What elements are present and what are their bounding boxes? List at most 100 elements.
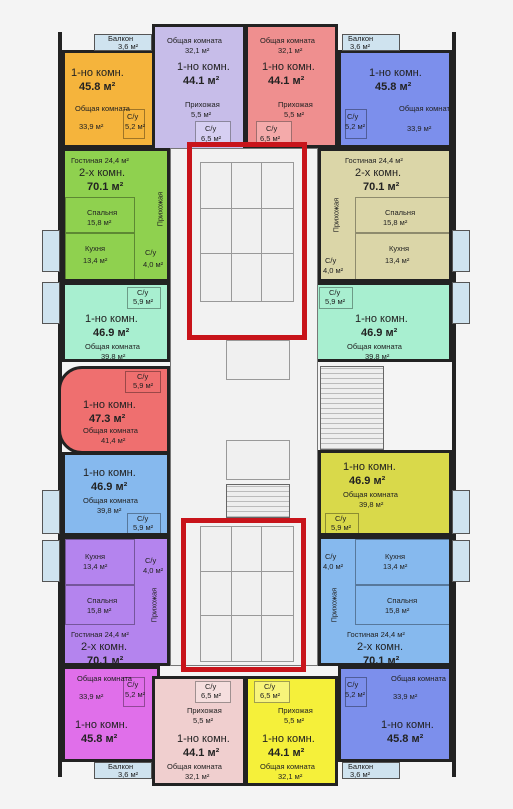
room-label: Общая комната	[83, 426, 138, 435]
apartment-2room-70-1-left-lower[interactable]: Кухня 13,4 м² С/у 4,0 м² Спальня 15,8 м²…	[62, 536, 170, 666]
unit-name: 1-но комн.	[83, 399, 136, 411]
apartment-2room-70-1-right-upper[interactable]: Гостиная 24,4 м² 2-х комн. 70.1 м² Спаль…	[318, 148, 452, 282]
stairwell-lower	[226, 484, 290, 518]
bath-area: 4,0 м²	[323, 562, 344, 571]
unit-area: 70.1 м²	[363, 181, 400, 193]
room-area: 32,1 м²	[185, 772, 210, 781]
unit-name: 2-х комн.	[357, 641, 404, 653]
room-label: Общая комната	[399, 104, 452, 113]
balcony-left-mid	[42, 282, 60, 324]
kitchen-label: Кухня	[389, 244, 410, 253]
room-label: Общая комната	[83, 496, 138, 505]
balcony-left-bottom	[42, 540, 60, 582]
room-label: Общая комната	[167, 36, 222, 45]
unit-name: 1-но комн.	[177, 61, 230, 73]
balcony-bottom-left	[94, 762, 152, 779]
room-area: 33,9 м²	[407, 124, 432, 133]
highlight-frame-lower	[181, 518, 306, 672]
apartment-1room-44-1-top-center-right[interactable]: Общая комната 32,1 м² 1-но комн. 44.1 м²…	[245, 24, 338, 148]
unit-name: 1-но комн.	[85, 313, 138, 325]
balcony-right-bottom	[452, 540, 470, 582]
apartment-1room-45-8-top-left[interactable]: 1-но комн. 45.8 м² Общая комната 33,9 м²…	[62, 50, 160, 148]
apartment-1room-46-9-left-upper[interactable]: С/у 5,9 м² 1-но комн. 46.9 м² Общая комн…	[62, 282, 170, 362]
bath-area: 6,5 м²	[201, 134, 222, 143]
unit-name: 1-но комн.	[71, 67, 124, 79]
kitchen-label: Кухня	[85, 552, 106, 561]
room-area: 32,1 м²	[185, 46, 210, 55]
unit-area: 45.8 м²	[387, 733, 424, 745]
bath-area: 5,2 м²	[125, 690, 146, 699]
apartment-1room-45-8-bottom-left[interactable]: Общая комната 33,9 м² С/у 5,2 м² 1-но ко…	[62, 666, 160, 762]
apartment-1room-46-9-right-lower[interactable]: 1-но комн. 46.9 м² Общая комната 39,8 м²…	[318, 450, 452, 536]
hall-label: Прихожая	[187, 706, 222, 715]
bath-label: С/у	[205, 124, 217, 133]
hall-area: 5,5 м²	[284, 716, 305, 725]
elevator-block-mid	[226, 340, 290, 380]
apartment-1room-47-3-left[interactable]: С/у 5,9 м² 1-но комн. 47.3 м² Общая комн…	[58, 366, 170, 454]
bath-label: С/у	[137, 288, 149, 297]
room-area: 33,9 м²	[393, 692, 418, 701]
balcony-left-lower	[42, 490, 60, 534]
hall-label: Прихожая	[278, 706, 313, 715]
unit-name: 1-но комн.	[381, 719, 434, 731]
apartment-2room-70-1-right-lower[interactable]: Кухня 13,4 м² С/у 4,0 м² Спальня 15,8 м²…	[318, 536, 452, 666]
balcony-label: Балкон	[348, 762, 374, 771]
hall-label: Прихожая	[329, 587, 339, 623]
bath-label: С/у	[137, 514, 149, 523]
balcony-bottom-right	[342, 762, 400, 779]
apartment-1room-44-1-top-center-left[interactable]: Общая комната 32,1 м² 1-но комн. 44.1 м²…	[152, 24, 246, 148]
room-area: 33,9 м²	[79, 692, 104, 701]
bath-label: С/у	[325, 552, 337, 561]
room-label: Общая комната	[85, 342, 140, 351]
bed-label: Спальня	[385, 208, 416, 217]
room-area: 33,9 м²	[79, 122, 104, 131]
unit-area: 45.8 м²	[79, 81, 116, 93]
bath-area: 4,0 м²	[143, 260, 164, 269]
living-label: Гостиная 24,4 м²	[345, 156, 403, 165]
apartment-1room-44-1-bottom-center-right[interactable]: С/у 6,5 м² Прихожая 5,5 м² 1-но комн. 44…	[245, 676, 338, 786]
bath-label: С/у	[264, 682, 276, 691]
apartment-1room-44-1-bottom-center-left[interactable]: С/у 6,5 м² Прихожая 5,5 м² 1-но комн. 44…	[152, 676, 246, 786]
unit-area: 70.1 м²	[363, 655, 400, 666]
apartment-1room-46-9-left-lower[interactable]: 1-но комн. 46.9 м² Общая комната 39,8 м²…	[62, 452, 170, 536]
balcony-right-upper	[452, 230, 470, 272]
unit-name: 1-но комн.	[355, 313, 408, 325]
balcony-area: 3,6 м²	[118, 770, 139, 779]
unit-name: 1-но комн.	[177, 733, 230, 745]
room-label: Общая комната	[167, 762, 222, 771]
bath-area: 5,9 м²	[325, 297, 346, 306]
bed-area: 15,8 м²	[385, 606, 410, 615]
elevator-block-mid-lower	[226, 440, 290, 480]
room-area: 32,1 м²	[278, 46, 303, 55]
unit-area: 44.1 м²	[183, 747, 220, 759]
hall-label: Прихожая	[149, 587, 159, 623]
apartment-1room-45-8-top-right[interactable]: 1-но комн. 45.8 м² Общая комната 33,9 м²…	[338, 50, 452, 148]
apartment-1room-45-8-bottom-right[interactable]: С/у 5,2 м² Общая комната 33,9 м² 1-но ко…	[338, 666, 452, 762]
unit-name: 1-но комн.	[262, 61, 315, 73]
bath-area: 6,5 м²	[260, 691, 281, 700]
hall-label: Прихожая	[155, 191, 165, 227]
unit-area: 70.1 м²	[87, 181, 124, 193]
room-area: 39,8 м²	[101, 352, 126, 361]
unit-area: 70.1 м²	[87, 655, 124, 666]
balcony-label: Балкон	[348, 34, 374, 43]
unit-area: 44.1 м²	[268, 75, 305, 87]
apartment-1room-46-9-right-upper[interactable]: С/у 5,9 м² 1-но комн. 46.9 м² Общая комн…	[312, 282, 452, 362]
room-label: Общая комната	[260, 36, 315, 45]
bath-label: С/у	[127, 112, 139, 121]
unit-area: 44.1 м²	[268, 747, 305, 759]
bath-area: 5,2 м²	[125, 122, 146, 131]
unit-name: 1-но комн.	[75, 719, 128, 731]
outer-wall-right	[452, 32, 456, 777]
bed-area: 15,8 м²	[383, 218, 408, 227]
unit-name: 2-х комн.	[79, 167, 126, 179]
unit-area: 44.1 м²	[183, 75, 220, 87]
bath-label: С/у	[137, 372, 149, 381]
bed-area: 15,8 м²	[87, 218, 112, 227]
room-label: Общая комната	[347, 342, 402, 351]
apartment-2room-70-1-left-upper[interactable]: Гостиная 24,4 м² 2-х комн. 70.1 м² Спаль…	[62, 148, 170, 282]
bed-label: Спальня	[387, 596, 418, 605]
bath-label: С/у	[145, 248, 157, 257]
bath-area: 4,0 м²	[323, 266, 344, 275]
hall-label: Прихожая	[331, 197, 341, 233]
